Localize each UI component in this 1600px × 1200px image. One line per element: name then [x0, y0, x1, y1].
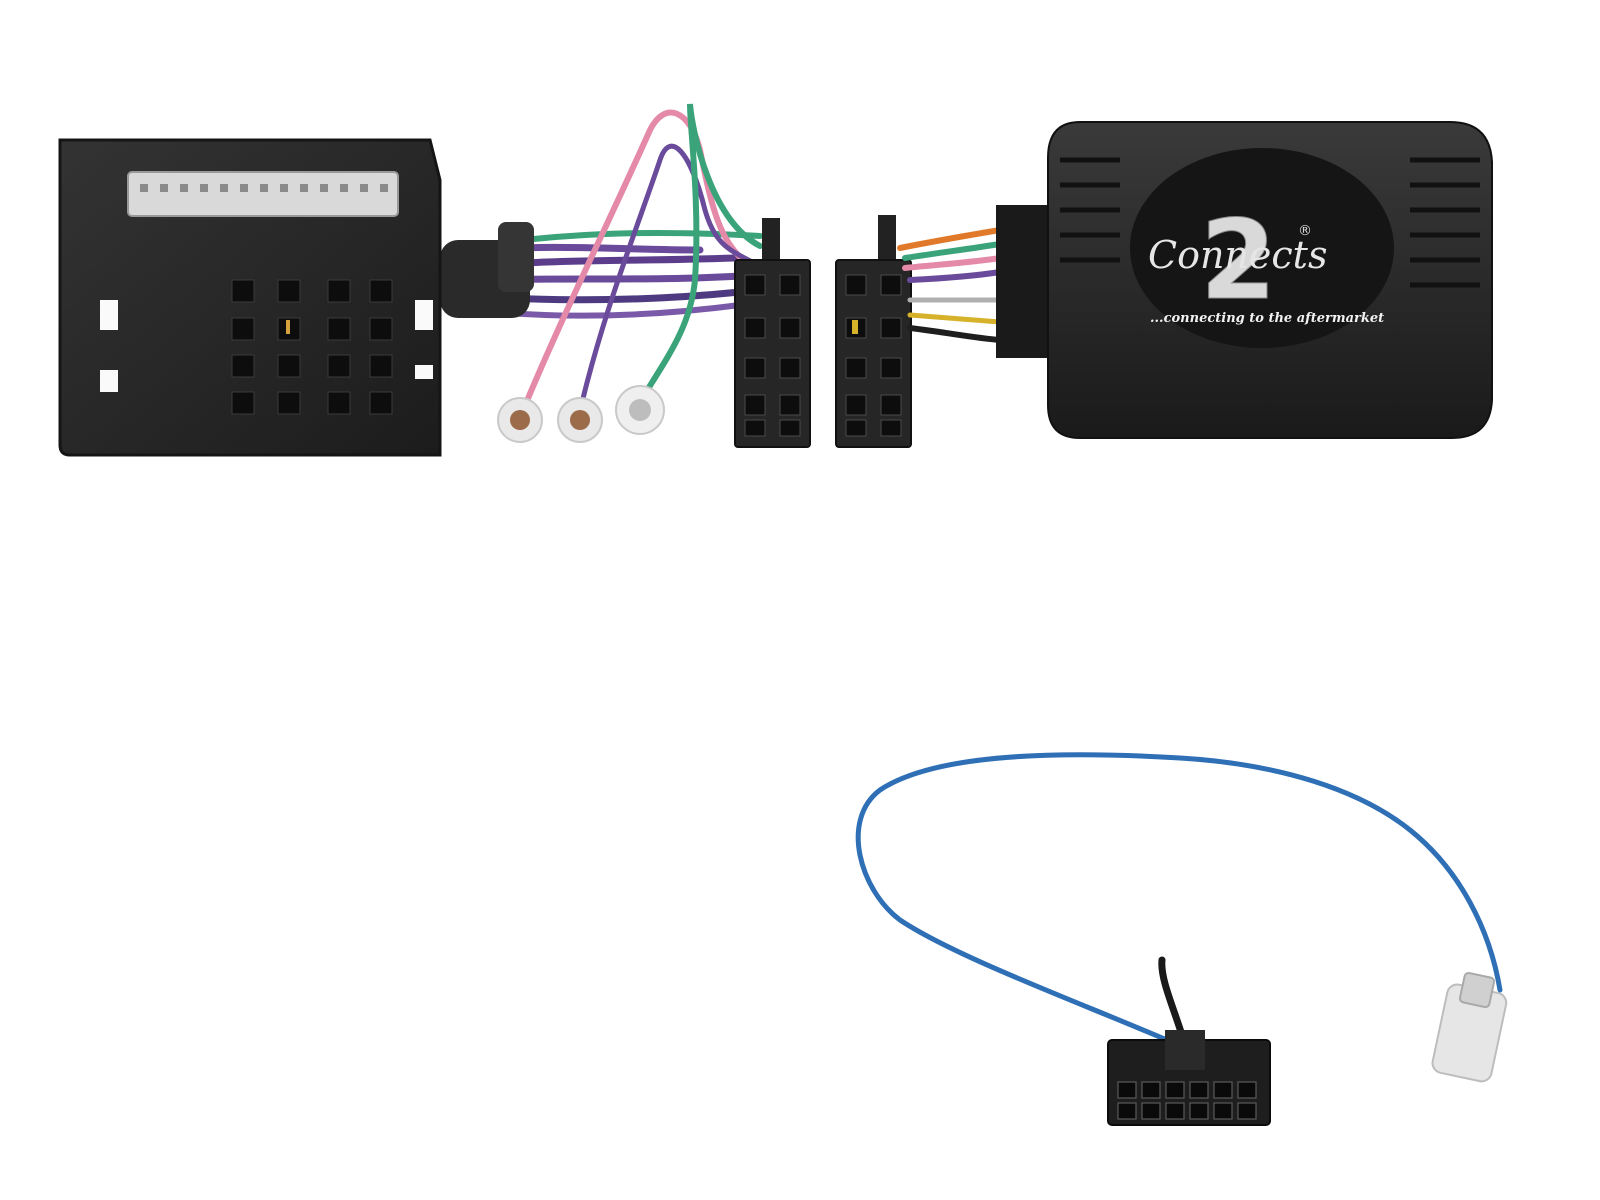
patch-lead	[855, 752, 1503, 1053]
logo-numeral: 2	[1200, 196, 1277, 324]
antenna-terminal-left	[497, 397, 543, 443]
antenna-plug	[1431, 971, 1508, 1083]
interface-box	[996, 121, 1493, 439]
antenna-leads	[516, 103, 763, 423]
logo-wordmark: Connects	[1148, 233, 1327, 277]
vehicle-connector	[58, 138, 442, 457]
antenna-terminal-middle	[557, 397, 603, 443]
iso-connector-left	[734, 218, 811, 448]
pin-grid	[231, 279, 393, 415]
brand-logo: 2 Connects ® ...connecting to the afterm…	[1148, 196, 1384, 327]
interface-wires	[897, 227, 1003, 343]
harness-bundle	[440, 222, 534, 318]
patch-connector	[1107, 1030, 1271, 1126]
registered-mark: ®	[1298, 223, 1312, 239]
logo-tagline: ...connecting to the aftermarket	[1150, 311, 1384, 326]
pin-row-top	[140, 184, 388, 192]
antenna-terminal-right	[615, 385, 665, 435]
iso-connector-right	[835, 215, 912, 448]
